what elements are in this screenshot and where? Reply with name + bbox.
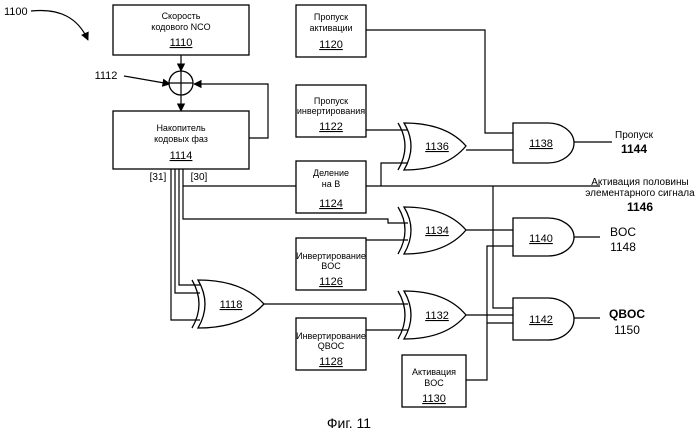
inv-qboc-label-1: Инвертирование bbox=[296, 331, 366, 341]
inv-boc-number: 1126 bbox=[319, 276, 343, 288]
figure-ref-label: 1100 bbox=[4, 6, 28, 18]
block-activation-boc: Активация BOC 1130 bbox=[402, 355, 466, 407]
output-qboc-label: QBOC bbox=[609, 307, 645, 321]
xor-gate-1134: 1134 bbox=[398, 207, 466, 254]
accum-number: 1114 bbox=[170, 150, 193, 162]
figure-ref-arrow bbox=[31, 10, 88, 40]
skip-inv-number: 1122 bbox=[319, 121, 343, 133]
output-skip: Пропуск 1144 bbox=[615, 130, 654, 156]
output-half-number: 1146 bbox=[627, 200, 653, 214]
gate-1138-number: 1138 bbox=[529, 138, 553, 150]
block-invert-boc: Инвертирование BOC 1126 bbox=[296, 238, 366, 290]
and-gate-1142: 1142 bbox=[513, 298, 574, 340]
inv-boc-label-2: BOC bbox=[321, 261, 341, 271]
skip-act-label-2: активации bbox=[309, 23, 352, 33]
adder-1112: 1112 bbox=[95, 70, 193, 95]
inv-qboc-number: 1128 bbox=[319, 356, 343, 368]
output-half-label-2: элементарного сигнала bbox=[585, 188, 695, 199]
output-boc-number: 1148 bbox=[610, 240, 636, 254]
nco-label-2: кодового NCO bbox=[151, 22, 210, 32]
block-divide: Деление на B 1124 bbox=[296, 161, 366, 213]
skip-act-label-1: Пропуск bbox=[314, 12, 348, 22]
xor-gate-1118: 1118 bbox=[192, 280, 264, 328]
output-skip-number: 1144 bbox=[621, 142, 647, 156]
output-qboc-number: 1150 bbox=[614, 323, 640, 337]
block-skip-activation: Пропуск активации 1120 bbox=[296, 5, 366, 57]
div-label-1: Деление bbox=[313, 168, 349, 178]
figure-caption: Фиг. 11 bbox=[327, 415, 371, 431]
skip-act-number: 1120 bbox=[319, 39, 343, 51]
bit-31-label: [31] bbox=[150, 172, 167, 183]
block-invert-qboc: Инвертирование QBOC 1128 bbox=[296, 318, 366, 370]
nco-label-1: Скорость bbox=[162, 11, 201, 21]
adder-number: 1112 bbox=[95, 70, 118, 82]
output-boc: BOC 1148 bbox=[610, 225, 636, 254]
block-accumulator: Накопитель кодовых фаз 1114 bbox=[113, 111, 249, 169]
output-boc-label: BOC bbox=[610, 225, 636, 239]
block-nco: Скорость кодового NCO 1110 bbox=[113, 5, 249, 55]
act-boc-label-2: BOC bbox=[424, 378, 444, 388]
output-qboc: QBOC 1150 bbox=[609, 307, 645, 337]
nco-number: 1110 bbox=[170, 37, 193, 49]
skip-inv-label-2: инвертирования bbox=[297, 106, 365, 116]
inv-boc-label-1: Инвертирование bbox=[296, 251, 366, 261]
and-gate-1138: 1138 bbox=[513, 123, 574, 163]
gate-1132-number: 1132 bbox=[425, 310, 449, 322]
xor-gate-1136: 1136 bbox=[398, 123, 466, 170]
div-label-2: на B bbox=[322, 179, 340, 189]
accum-label-2: кодовых фаз bbox=[154, 134, 208, 144]
act-boc-number: 1130 bbox=[422, 393, 446, 405]
and-gate-1140: 1140 bbox=[513, 218, 574, 256]
output-half-label-1: Активация половины bbox=[591, 177, 688, 188]
div-number: 1124 bbox=[319, 198, 343, 210]
xor-gate-1132: 1132 bbox=[398, 291, 466, 339]
output-skip-label: Пропуск bbox=[615, 130, 654, 141]
gate-1142-number: 1142 bbox=[529, 314, 553, 326]
block-skip-inversion: Пропуск инвертирования 1122 bbox=[296, 85, 366, 137]
gate-1140-number: 1140 bbox=[529, 233, 553, 245]
accum-label-1: Накопитель bbox=[156, 123, 205, 133]
act-boc-label-1: Активация bbox=[412, 367, 456, 377]
bit-30-label: [30] bbox=[191, 172, 208, 183]
gate-1118-number: 1118 bbox=[220, 299, 243, 311]
inv-qboc-label-2: QBOC bbox=[318, 341, 345, 351]
skip-inv-label-1: Пропуск bbox=[314, 96, 348, 106]
gate-1134-number: 1134 bbox=[425, 225, 449, 237]
gate-1136-number: 1136 bbox=[425, 141, 449, 153]
output-half-chip: Активация половины элементарного сигнала… bbox=[585, 177, 695, 214]
